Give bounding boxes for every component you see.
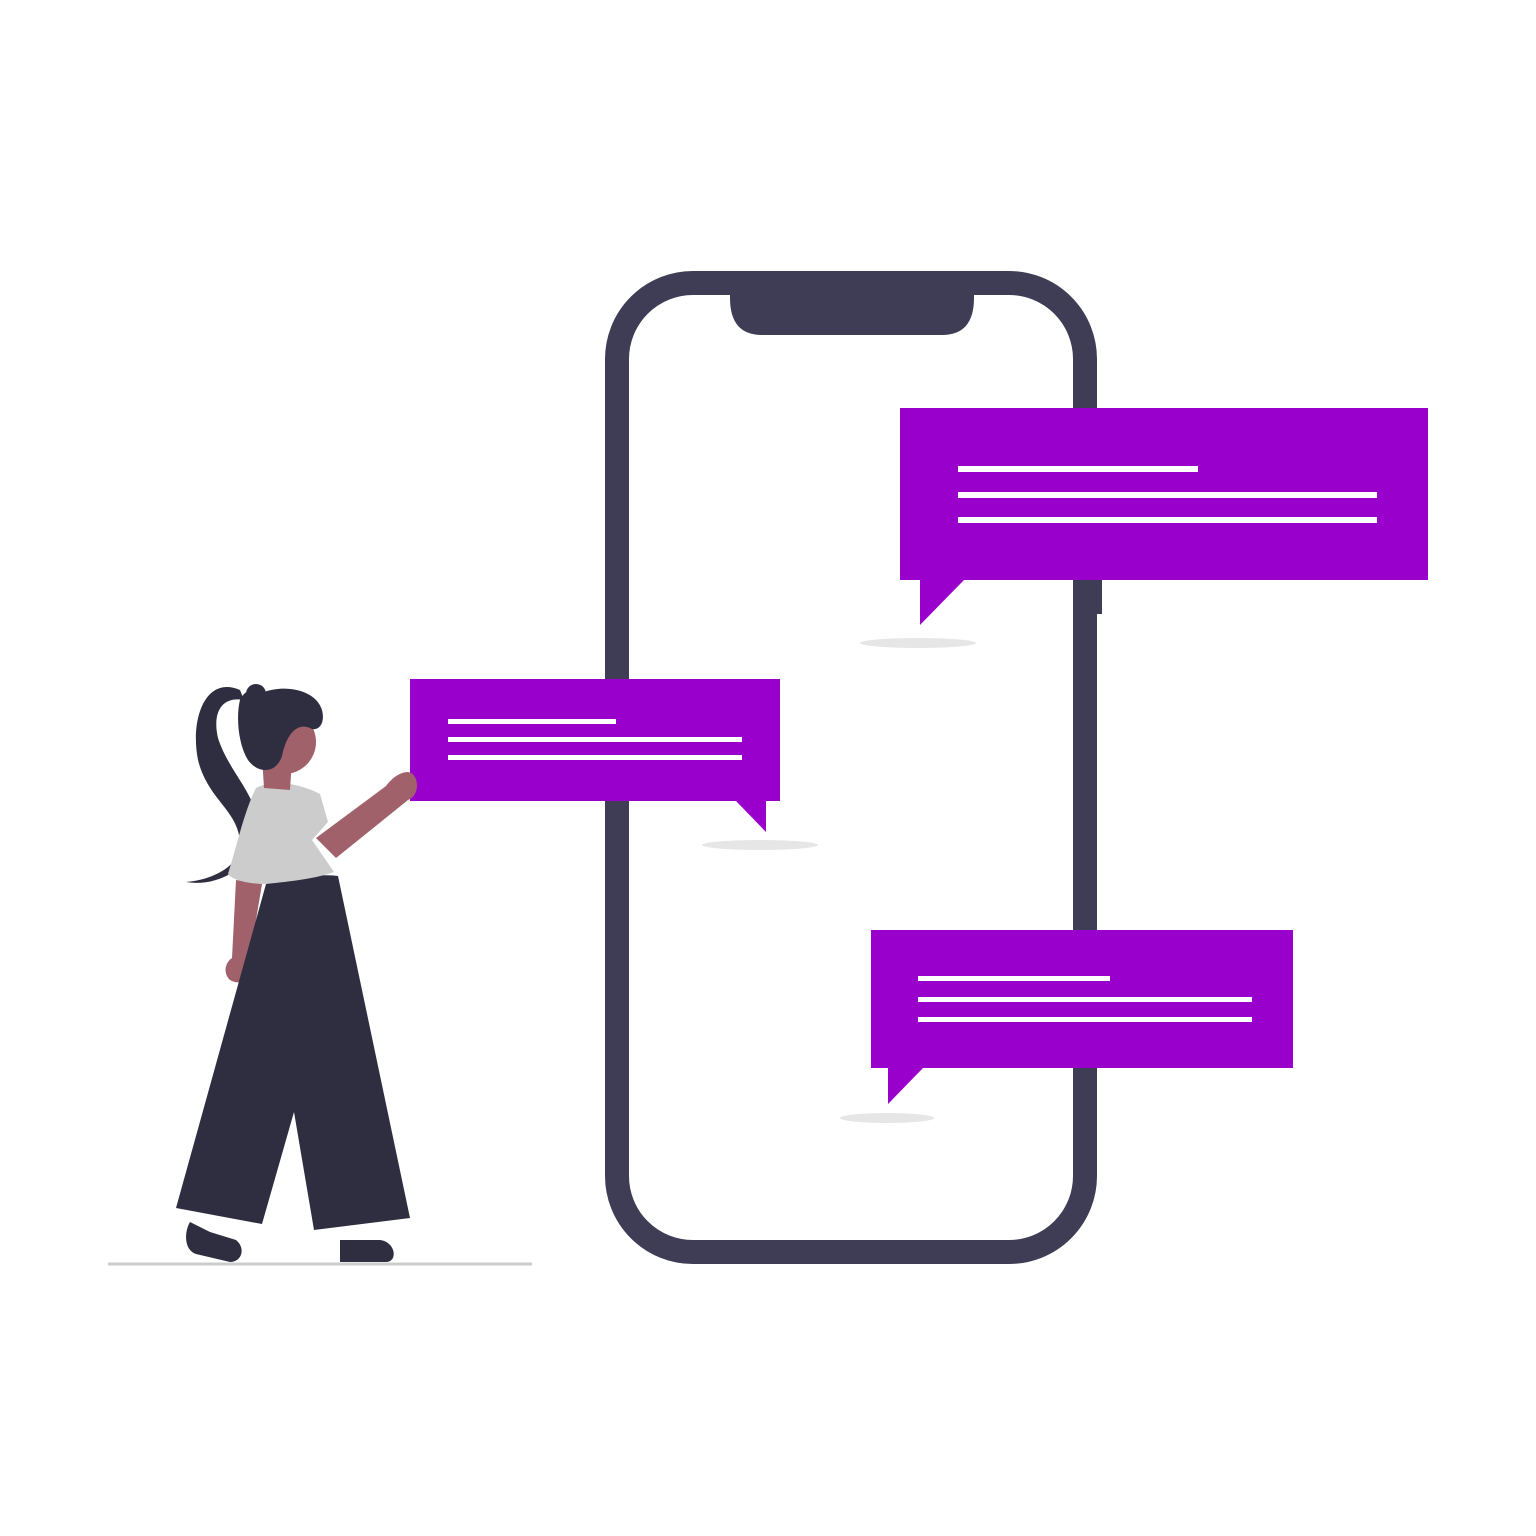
chat-bubble-top-right <box>900 408 1428 625</box>
text-line <box>958 517 1377 523</box>
text-line <box>918 997 1252 1002</box>
pants <box>176 875 410 1230</box>
text-line <box>958 466 1198 472</box>
right-shoe <box>340 1240 394 1262</box>
bubble-shadow <box>840 1113 934 1123</box>
chat-bubble-icon <box>900 408 1428 625</box>
phone-notch <box>730 293 974 335</box>
back-arm <box>225 880 262 983</box>
hair-bun <box>246 684 266 704</box>
left-shoe <box>186 1222 242 1262</box>
chat-bubble-icon <box>410 679 780 832</box>
bubble-shadow <box>860 638 976 648</box>
front-arm <box>316 772 417 858</box>
shirt <box>228 783 334 884</box>
text-line <box>958 492 1377 498</box>
bubble-shadow <box>702 840 818 850</box>
person-icon <box>176 684 417 1262</box>
hair <box>238 688 323 771</box>
text-line <box>918 1017 1252 1022</box>
text-line <box>918 976 1110 981</box>
text-line <box>448 719 616 724</box>
text-line <box>448 755 742 760</box>
text-line <box>448 737 742 742</box>
chat-bubble-icon <box>871 930 1293 1104</box>
phone-side-button <box>1090 576 1102 614</box>
